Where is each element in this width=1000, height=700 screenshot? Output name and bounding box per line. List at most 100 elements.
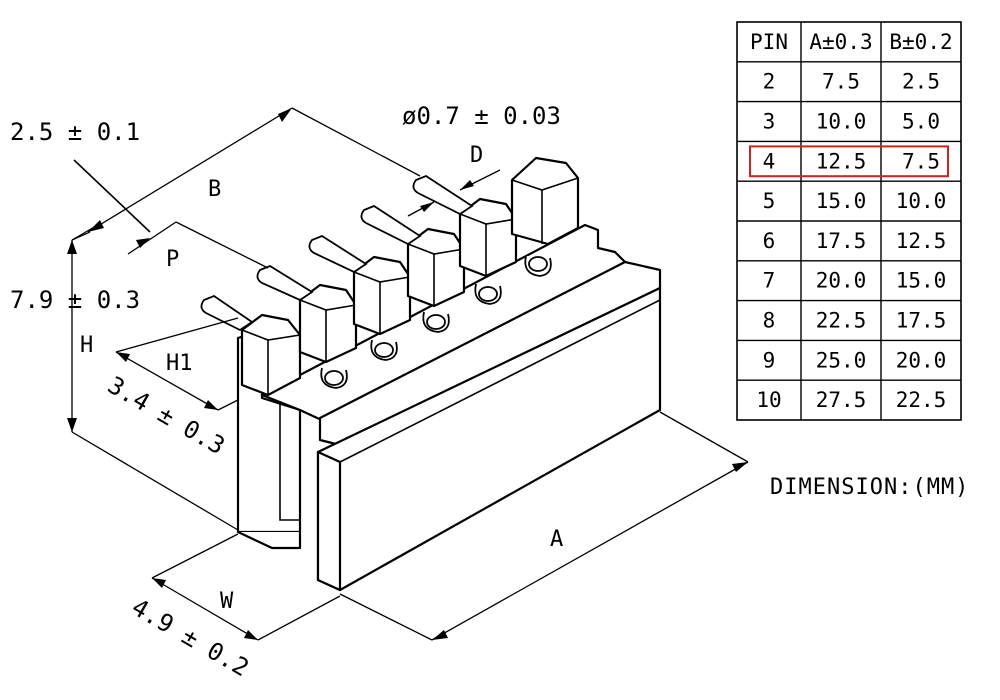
table-cell: 12.5 [896,229,947,253]
dim-line-h1 [115,351,219,411]
label-width: 4.9 ± 0.2 [127,593,254,682]
letter-a: A [550,527,563,552]
table-cell: 9 [763,348,776,372]
pin-housing-4 [406,227,466,308]
letter-h1: H1 [166,351,193,376]
table-cell: 6 [763,229,776,253]
table-cell: 22.5 [816,309,867,333]
table-cell: 17.5 [816,229,867,253]
dim-a-ext-right [659,411,749,463]
dim-line-b [87,107,293,233]
arrow-b-left [88,220,104,232]
pin-housing-5 [458,197,518,278]
letter-h: H [80,333,93,358]
table-cell: 17.5 [896,309,947,333]
table-cell: 10 [756,388,781,412]
table-cell: 7.5 [822,70,860,94]
dim-line-p [127,221,177,255]
label-pitch-tolerance: 2.5 ± 0.1 [10,118,140,146]
pin-shank-2 [256,264,314,302]
left-wall-foot [237,531,302,550]
leader-pitch [73,159,151,233]
dim-b-ext-right [291,107,421,177]
table-cell: 25.0 [816,348,867,372]
letter-d: D [470,143,483,168]
unit-note: DIMENSION:(MM) [770,475,969,500]
table-cell: 8 [763,309,776,333]
pin-housing-1 [240,313,302,397]
arrow-h-bottom [67,418,77,432]
table-cell: 12.5 [816,149,867,173]
arrow-h-top [67,240,77,254]
dim-w-ext-right [257,595,341,641]
table-cell: 15.0 [896,269,947,293]
pin-housing-5-edges [459,213,517,276]
dim-p-ext [175,221,269,269]
pin-housing-1-edges [241,329,301,395]
table-cell: 5 [763,189,776,213]
dim-line-w [151,577,259,641]
table-cell: 10.0 [816,110,867,134]
table-cell: 2 [763,70,776,94]
table-cell: 20.0 [816,269,867,293]
label-pin-diameter: ø0.7 ± 0.03 [402,102,561,130]
table-cell: 2.5 [902,70,940,94]
front-housing-face [316,450,342,592]
arrow-h1-left [116,352,130,362]
pin-end-3 [426,314,446,330]
table-cell: 7 [763,269,776,293]
dim-h1-ext-top [115,317,239,353]
dim-h1-ext-bottom [217,399,239,411]
dimension-labels: 2.5 ± 0.1 ø0.7 ± 0.03 7.9 ± 0.3 3.4 ± 0.… [10,102,969,682]
table-header-cell: B±0.2 [889,30,952,54]
pin-housing-6 [510,156,580,246]
arrow-d-2 [420,202,434,212]
label-h1-value: 3.4 ± 0.3 [103,371,230,460]
pin-housing-2 [298,283,358,364]
arrow-b-right [278,108,292,122]
highlight-box [749,145,949,178]
arrow-w-left [152,578,166,588]
pin-end-4 [478,286,498,302]
table-cell: 15.0 [816,189,867,213]
table-header-cell: A±0.3 [809,30,872,54]
table-cell: 10.0 [896,189,947,213]
pin-housing-4-edges [407,243,465,306]
dim-line-a [431,461,749,641]
table-cell: 5.0 [902,110,940,134]
dim-w-ext-left [151,533,239,579]
pin-shanks [200,174,474,332]
label-height: 7.9 ± 0.3 [10,286,140,314]
arrow-a-left [432,630,448,640]
pin-shank-1 [200,294,254,332]
table-cell: 22.5 [896,388,947,412]
pin-end-1 [324,370,344,386]
table-cell: 20.0 [896,348,947,372]
table-cell: 3 [763,110,776,134]
table-header-cell: PIN [750,30,788,54]
table-cell: 7.5 [902,149,940,173]
pin-housing-3 [352,255,412,336]
pin-housing-2-edges [299,299,357,362]
letter-b: B [208,177,221,202]
letter-w: W [220,589,234,614]
dim-h-ext-top [71,231,91,241]
arrow-h1-right [204,400,218,410]
arrow-w-right [244,630,258,640]
left-wall-slot [279,402,300,521]
pin-housings [240,156,580,397]
pin-shank-3 [308,234,368,274]
arrow-p [136,238,150,248]
pin-housing-6-edges [511,177,579,244]
front-housing-edge [339,299,661,463]
dim-h-ext-bottom [71,431,239,531]
table-cell: 27.5 [816,388,867,412]
arrow-d [460,180,474,190]
pin-end-2 [374,342,394,358]
pin-shank-4 [360,204,422,246]
pin-end-5 [528,256,548,272]
pin-shank-5 [412,174,474,216]
dim-a-ext-left [339,593,433,641]
